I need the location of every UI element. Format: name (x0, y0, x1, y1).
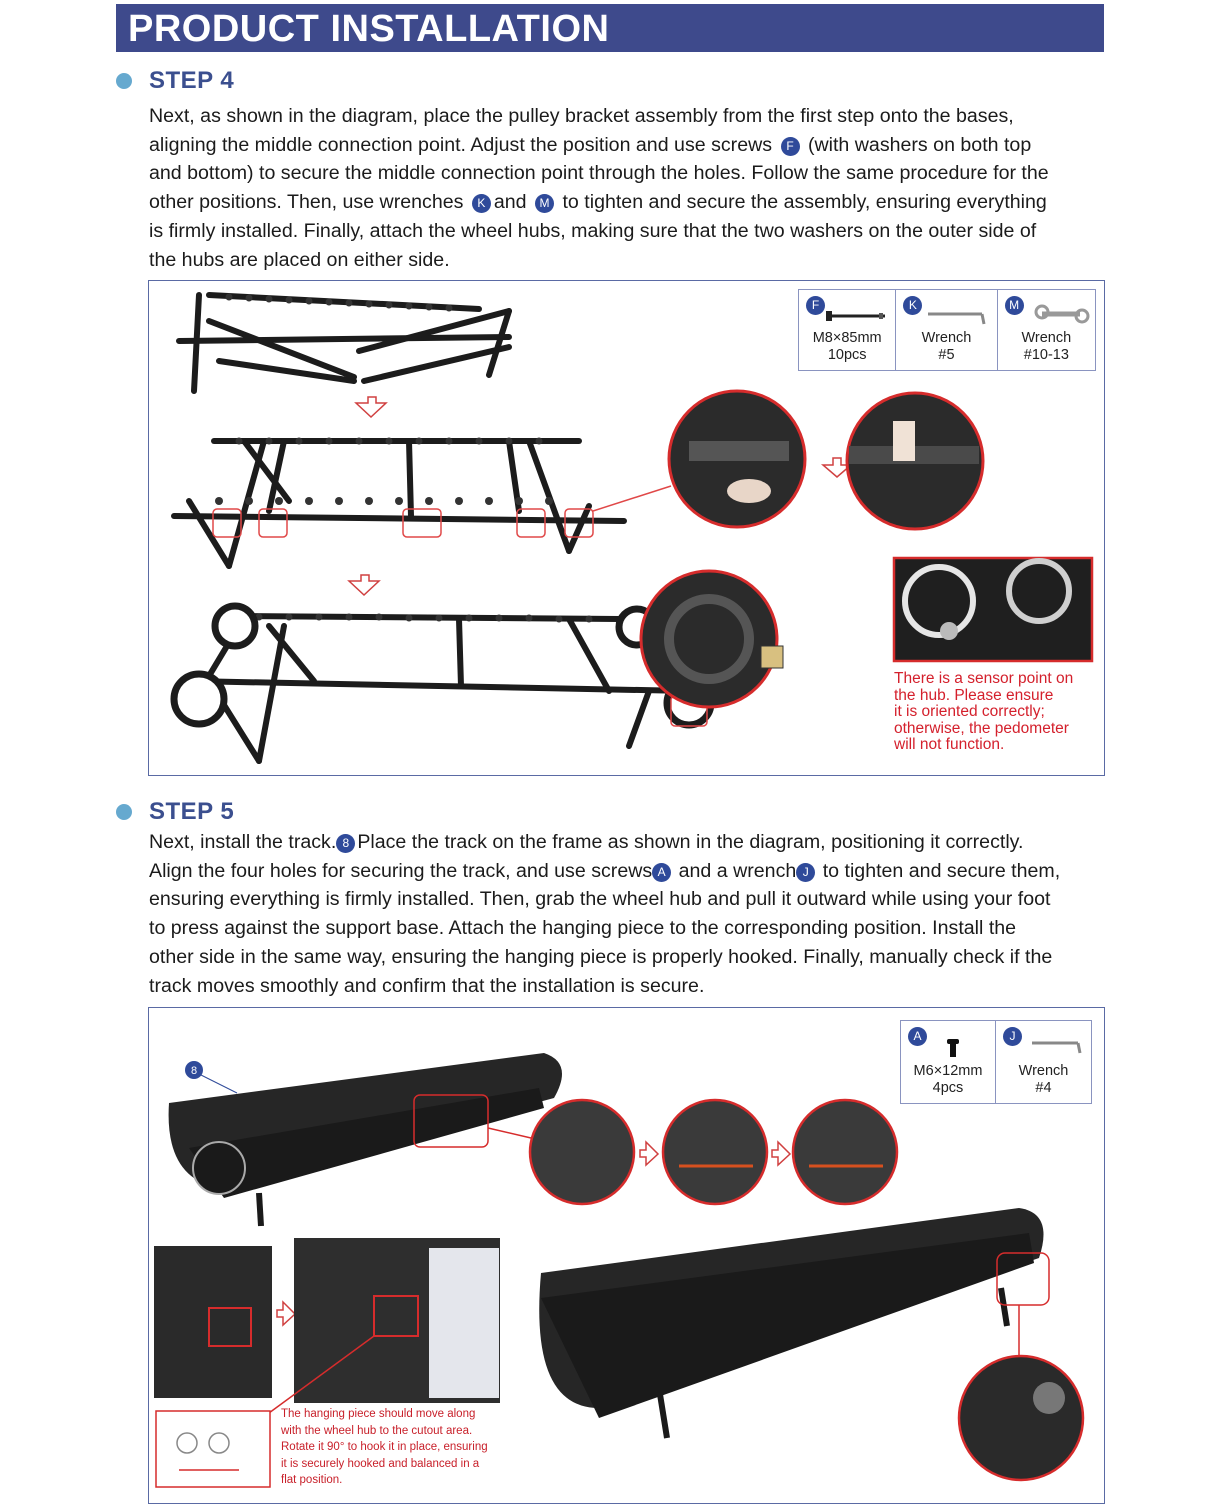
hook-note: The hanging piece should move along with… (281, 1408, 488, 1486)
part-size: M8×85mm (812, 330, 882, 346)
step5-parts-table: A M6×12mm 4pcs J Wrench #4 (900, 1020, 1092, 1104)
text-line: Next, as shown in the diagram, place the… (149, 105, 1014, 127)
part-badge: J (1003, 1027, 1022, 1046)
text-line: track moves smoothly and confirm that th… (149, 974, 705, 997)
step4-label: STEP 4 (149, 67, 235, 94)
part-badge-j: J (796, 862, 816, 882)
bullet-dot-icon (116, 804, 132, 820)
part-badge-k: K (471, 194, 491, 214)
step4-instructions: Next, as shown in the diagram, place the… (149, 102, 1109, 274)
part-badge: A (908, 1027, 927, 1046)
part-size: #4 (1035, 1080, 1052, 1096)
page-title: PRODUCT INSTALLATION (128, 8, 610, 50)
hex-key-icon (928, 312, 986, 325)
part-badge: M (1004, 296, 1024, 315)
hex-key-icon (1032, 1041, 1082, 1054)
track-callout-badge: 8 (191, 1065, 197, 1077)
step4-parts-table: F M8×85mm 10pcs K Wrench #5 M Wrench #10… (798, 289, 1096, 371)
text-line: the hubs are placed on either side. (149, 248, 450, 271)
step5-label: STEP 5 (149, 798, 235, 825)
screw-icon (947, 1039, 959, 1057)
step4-heading: STEP 4 (116, 67, 234, 95)
part-qty: 4pcs (932, 1080, 964, 1096)
part-cell: K Wrench #5 (896, 290, 998, 370)
step5-heading: STEP 5 (116, 798, 234, 826)
section-banner: PRODUCT INSTALLATION (116, 4, 1104, 52)
part-badge: F (806, 296, 825, 315)
part-qty: 10pcs (827, 347, 867, 363)
track-installation-illustration: 8 (154, 1053, 1085, 1488)
text-line: Align the four holes for securing the tr… (149, 859, 1061, 882)
text-line: aligning the middle connection point. Ad… (149, 133, 1032, 156)
part-name: Wrench (1021, 330, 1072, 346)
part-size: #10-13 (1023, 347, 1069, 363)
part-name: Wrench (1018, 1063, 1069, 1079)
text-line: to press against the support base. Attac… (149, 917, 1017, 940)
part-size: M6×12mm (913, 1063, 983, 1079)
part-badge: K (903, 296, 923, 315)
bolt-icon (826, 311, 885, 321)
frame-assembly-illustration (170, 292, 1094, 764)
sensor-note: There is a sensor point on the hub. Plea… (894, 670, 1074, 753)
step4-diagram: F M8×85mm 10pcs K Wrench #5 M Wrench #10… (148, 280, 1105, 776)
part-name: Wrench (921, 330, 972, 346)
text-line: and bottom) to secure the middle connect… (149, 162, 1049, 185)
part-badge-a: A (652, 862, 672, 882)
part-size: #5 (938, 347, 955, 363)
part-cell: J Wrench #4 (996, 1021, 1091, 1103)
part-badge-m: M (535, 194, 555, 214)
part-badge-f: F (780, 136, 800, 156)
part-cell: F M8×85mm 10pcs (799, 290, 897, 370)
part-cell: A M6×12mm 4pcs (901, 1021, 996, 1103)
bullet-dot-icon (116, 73, 132, 89)
part-badge-8: 8 (336, 834, 356, 853)
open-wrench-icon (1034, 304, 1090, 324)
text-line: is firmly installed. Finally, attach the… (149, 219, 1037, 242)
part-cell: M Wrench #10-13 (998, 290, 1095, 370)
text-line: other side in the same way, ensuring the… (149, 945, 1053, 968)
step5-diagram: 8 A M6×12mm 4 (148, 1007, 1105, 1504)
text-line: ensuring everything is firmly installed.… (149, 888, 1051, 911)
